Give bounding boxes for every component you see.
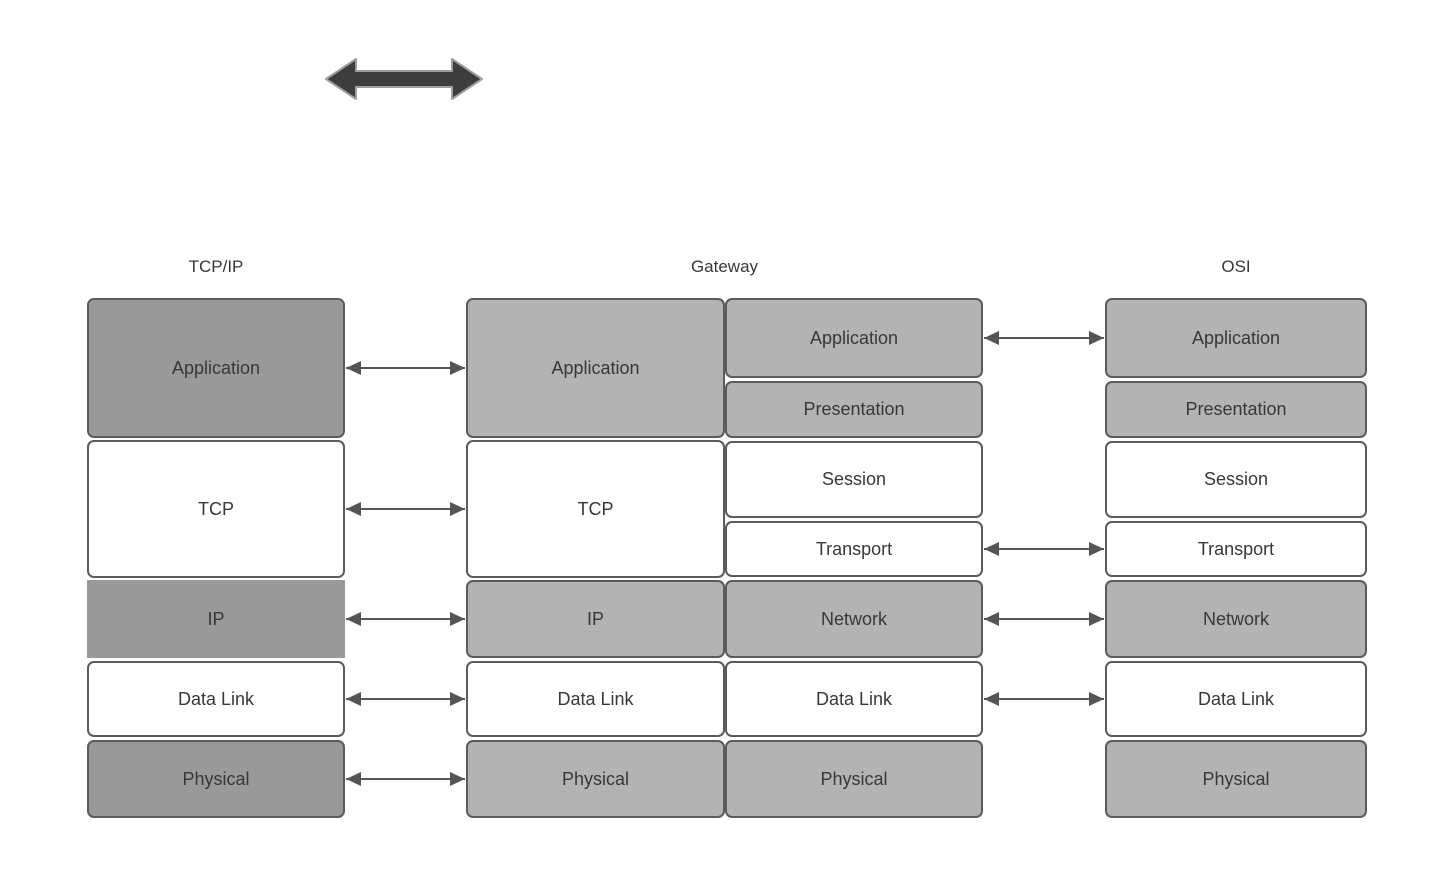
tcpip-column-title: TCP/IP	[188, 257, 244, 276]
gateway-right-layer-physical: Physical	[725, 740, 983, 818]
connector-arrow-gateway-osi-transport	[984, 542, 1104, 556]
tcpip-layer-physical: Physical	[87, 740, 345, 818]
osi-layer-presentation: Presentation	[1105, 381, 1367, 438]
gateway-right-layer-session: Session	[725, 441, 983, 518]
tcpip-layer-tcp: TCP	[87, 440, 345, 578]
connector-arrow-tcpip-gateway-application	[346, 361, 465, 375]
gateway-left-layer-application: Application	[466, 298, 725, 438]
osi-layer-physical: Physical	[1105, 740, 1367, 818]
connector-arrow-gateway-osi-application	[984, 331, 1104, 345]
gateway-right-layer-application: Application	[725, 298, 983, 378]
gateway-right-layer-presentation: Presentation	[725, 381, 983, 438]
gateway-right-layer-data-link: Data Link	[725, 661, 983, 737]
tcpip-layer-ip: IP	[87, 580, 345, 658]
connector-arrow-tcpip-gateway-data-link	[346, 692, 465, 706]
gateway-column-title: Gateway	[690, 257, 759, 276]
osi-layer-application: Application	[1105, 298, 1367, 378]
osi-layer-transport: Transport	[1105, 521, 1367, 577]
gateway-left-layer-ip: IP	[466, 580, 725, 658]
connector-arrow-tcpip-gateway-physical	[346, 772, 465, 786]
osi-layer-session: Session	[1105, 441, 1367, 518]
tcpip-layer-data-link: Data Link	[87, 661, 345, 737]
gateway-left-layer-tcp: TCP	[466, 440, 725, 578]
connector-arrow-tcpip-gateway-tcp	[346, 502, 465, 516]
connector-arrow-gateway-osi-data-link	[984, 692, 1104, 706]
connector-arrow-gateway-osi-network	[984, 612, 1104, 626]
osi-layer-network: Network	[1105, 580, 1367, 658]
connector-arrow-tcpip-gateway-ip	[346, 612, 465, 626]
gateway-right-layer-transport: Transport	[725, 521, 983, 577]
tcpip-layer-application: Application	[87, 298, 345, 438]
double-arrow-icon	[325, 58, 483, 100]
osi-column-title: OSI	[1221, 257, 1251, 276]
osi-layer-data-link: Data Link	[1105, 661, 1367, 737]
gateway-left-layer-physical: Physical	[466, 740, 725, 818]
gateway-right-layer-network: Network	[725, 580, 983, 658]
gateway-left-layer-data-link: Data Link	[466, 661, 725, 737]
